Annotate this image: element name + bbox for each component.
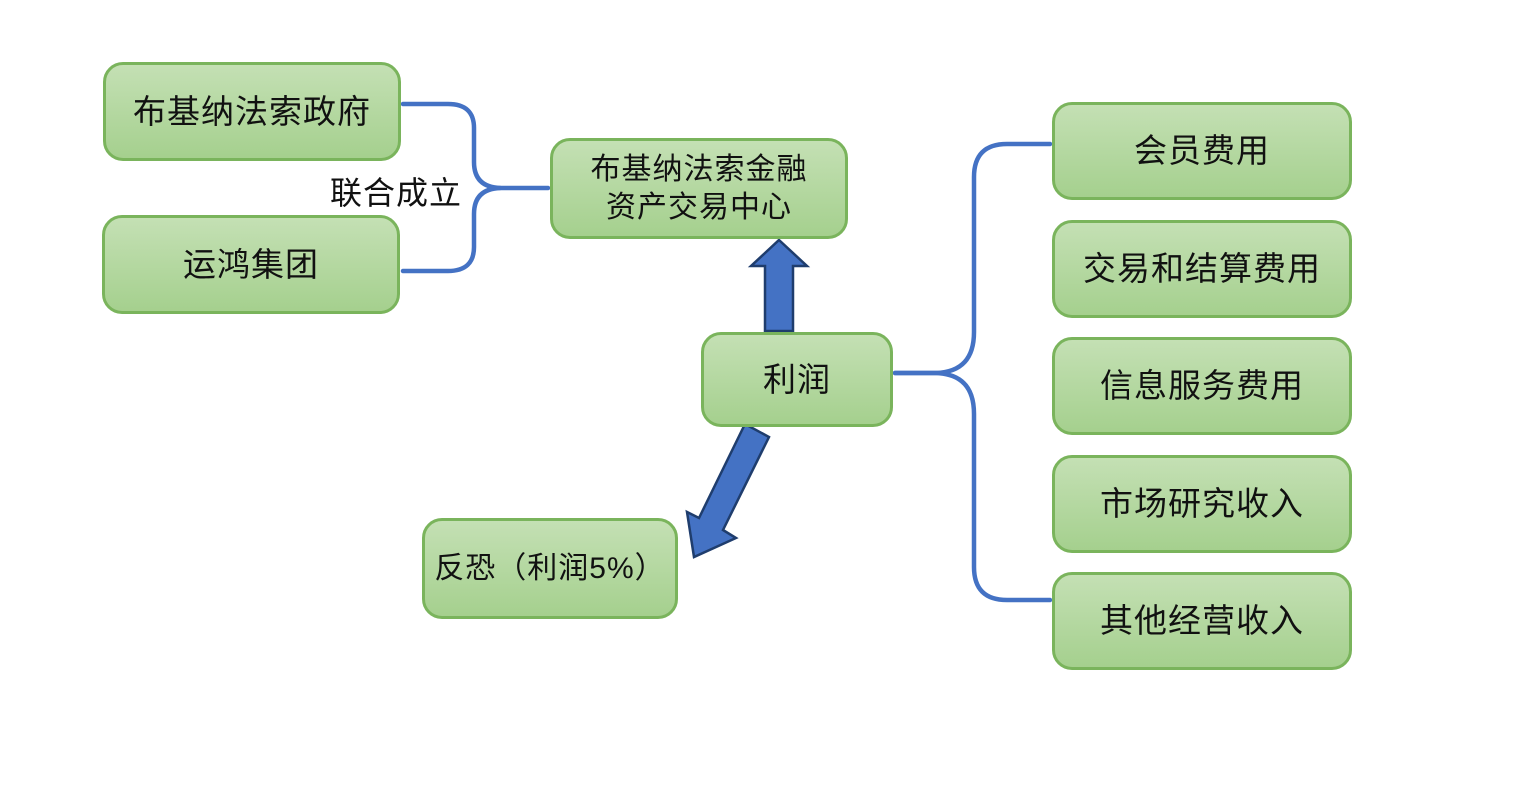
node-anti-terror-label: 反恐（利润5%） [434,551,666,585]
node-profit: 利润 [701,332,893,427]
node-revenue-trading-settlement: 交易和结算费用 [1052,220,1352,318]
arrow-up-profit-to-center [747,238,811,333]
node-revenue-membership: 会员费用 [1052,102,1352,200]
brace-left-bottom [400,185,503,274]
arrow-down-profit-to-antiterror [685,422,771,559]
node-revenue-membership-label: 会员费用 [1134,132,1270,170]
node-profit-label: 利润 [763,360,831,398]
node-revenue-other-operating: 其他经营收入 [1052,572,1352,670]
node-revenue-information-service-label: 信息服务费用 [1100,367,1304,405]
node-revenue-other-operating-label: 其他经营收入 [1100,602,1304,640]
brace-right-top [892,141,1053,376]
node-government: 布基纳法索政府 [103,62,401,161]
exchange-center-line2: 资产交易中心 [606,190,792,224]
node-group: 运鸿集团 [102,215,400,314]
edge-label-joint-establish: 联合成立 [330,175,463,211]
brace-right-bottom [892,370,1053,603]
node-revenue-market-research: 市场研究收入 [1052,455,1352,553]
node-revenue-trading-settlement-label: 交易和结算费用 [1083,250,1321,288]
node-revenue-market-research-label: 市场研究收入 [1100,485,1304,523]
node-revenue-information-service: 信息服务费用 [1052,337,1352,435]
node-anti-terror: 反恐（利润5%） [422,518,678,619]
node-group-label: 运鸿集团 [183,245,319,283]
node-exchange-center-label: 布基纳法索金融 资产交易中心 [591,151,808,226]
node-exchange-center: 布基纳法索金融 资产交易中心 [550,138,848,239]
brace-left-top [400,101,551,191]
exchange-center-line1: 布基纳法索金融 [590,153,808,186]
node-government-label: 布基纳法索政府 [133,92,371,130]
